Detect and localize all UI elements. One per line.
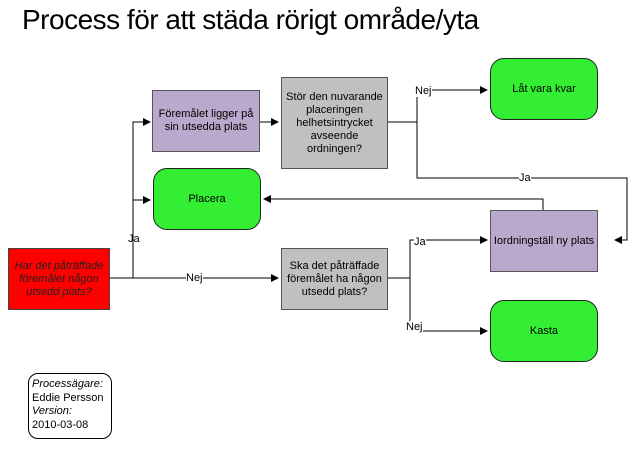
disturbs-question-box: Stör den nuvarande placeringen helhetsin… [281, 77, 388, 169]
connector-disturbs-ja [416, 122, 628, 244]
process-owner-box: Processägare: Eddie Persson Version: 201… [28, 373, 112, 439]
owner-name: Eddie Persson [32, 391, 104, 404]
leave-text: Låt vara kvar [512, 82, 576, 95]
arrange-box: Iordningställ ny plats [490, 210, 598, 272]
discard-terminal: Kasta [490, 300, 598, 362]
connector-hasplace-ja [388, 236, 488, 279]
edge-label-ja-has-place: Ja [414, 236, 426, 248]
edge-label-ja-start: Ja [128, 233, 140, 245]
edge-label-nej-has-place: Nej [406, 321, 423, 333]
has-place-question-box: Ska det påträffade föremålet ha någon ut… [281, 248, 388, 310]
has-place-question-text: Ska det påträffade föremålet ha någon ut… [287, 259, 382, 298]
version-value: 2010-03-08 [32, 418, 89, 431]
disturbs-question-text: Stör den nuvarande placeringen helhetsin… [286, 90, 383, 155]
edge-label-ja-disturbs: Ja [519, 172, 531, 184]
leave-terminal: Låt vara kvar [490, 58, 598, 120]
on-place-text: Föremålet ligger på sin utsedda plats [158, 108, 254, 133]
page-title: Process för att städa rörigt område/yta [22, 4, 479, 35]
start-question-box: Har det påträffade föremålet någon utsed… [8, 248, 110, 310]
connector-disturbs-nej [388, 86, 488, 123]
arrange-text: Iordningställ ny plats [493, 234, 595, 247]
place-terminal: Placera [153, 168, 261, 230]
on-place-box: Föremålet ligger på sin utsedda plats [152, 90, 260, 152]
version-label: Version: [32, 405, 72, 417]
edge-label-nej-disturbs: Nej [415, 85, 432, 97]
owner-label: Processägare: [32, 378, 103, 390]
place-text: Placera [188, 192, 226, 205]
start-question-text: Har det påträffade föremålet någon utsed… [14, 259, 104, 298]
connector-arrange-placera [263, 195, 544, 210]
edge-label-nej-start: Nej [186, 272, 203, 284]
discard-text: Kasta [529, 324, 559, 337]
